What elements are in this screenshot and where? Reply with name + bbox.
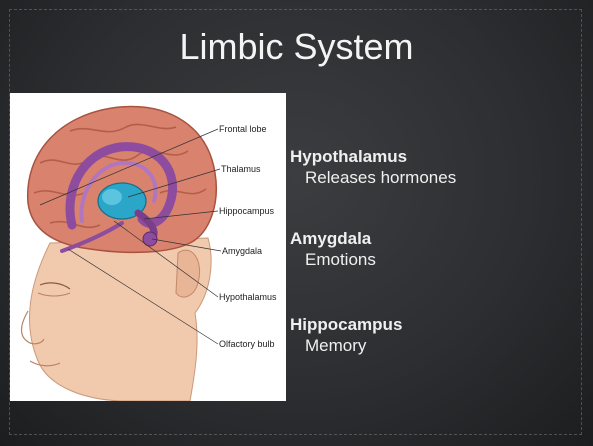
label-amygdala: Amygdala [222,246,262,256]
label-hypothalamus: Hypothalamus [219,292,277,302]
term-item: Hippocampus Memory [290,315,402,356]
term-item: Hypothalamus Releases hormones [290,147,456,188]
label-thalamus: Thalamus [221,164,261,174]
brain-illustration: Frontal lobe Thalamus Hippocampus Amygda… [10,93,286,401]
term-name: Hippocampus [290,315,402,335]
term-name: Hypothalamus [290,147,456,167]
label-olfactory-bulb: Olfactory bulb [219,339,275,349]
term-name: Amygdala [290,229,376,249]
term-item: Amygdala Emotions [290,229,376,270]
slide-title: Limbic System [0,26,593,68]
label-frontal-lobe: Frontal lobe [219,124,267,134]
label-hippocampus: Hippocampus [219,206,274,216]
term-description: Emotions [290,250,376,270]
term-description: Memory [290,336,402,356]
term-description: Releases hormones [290,168,456,188]
